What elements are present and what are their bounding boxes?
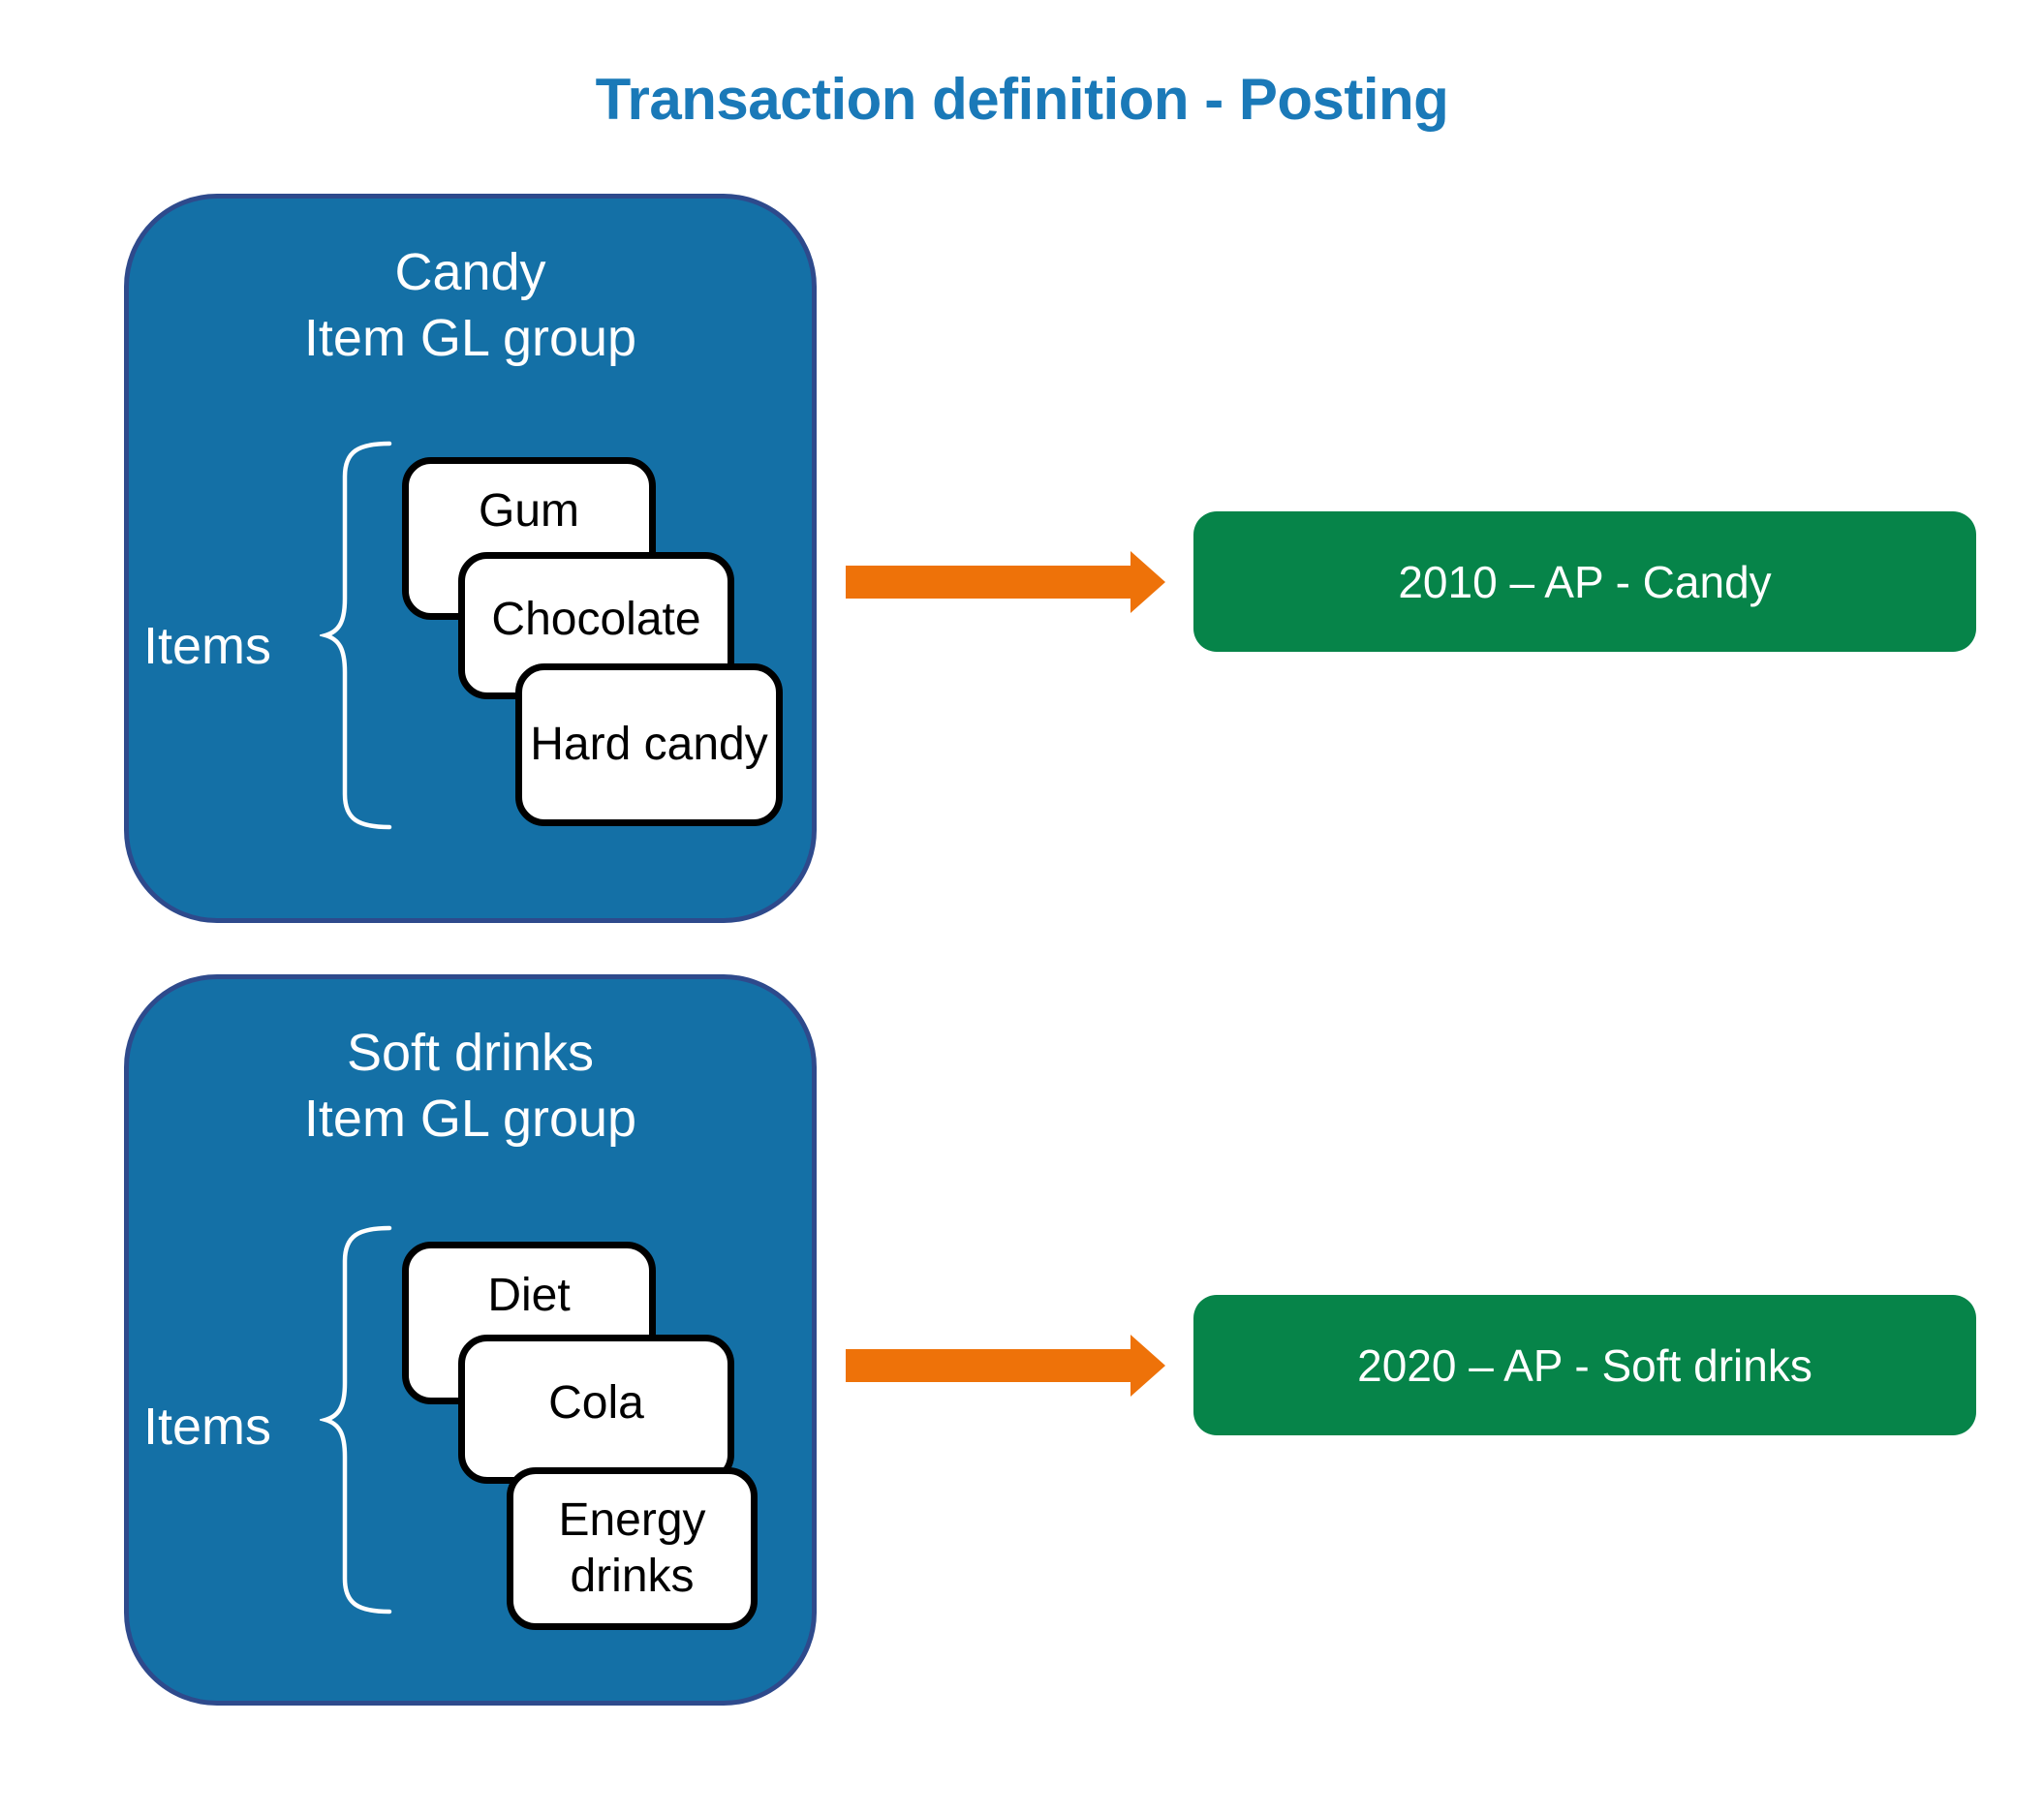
- group-title-line2: Item GL group: [303, 1090, 637, 1148]
- item-card-label: Gum: [478, 485, 579, 537]
- arrow-right-icon: [846, 1335, 1165, 1397]
- item-card-label: Diet: [487, 1270, 571, 1321]
- group-title-line2: Item GL group: [303, 309, 637, 367]
- group-title-candy: Candy Item GL group: [129, 239, 812, 371]
- item-card-cola: Cola: [458, 1335, 734, 1484]
- item-card-energy-drinks: Energy drinks: [507, 1467, 758, 1630]
- items-label: Items: [143, 1398, 272, 1456]
- group-title-line1: Candy: [394, 243, 546, 301]
- item-card-label: Hard candy: [530, 719, 768, 770]
- item-card-hard-candy: Hard candy: [515, 663, 783, 826]
- group-box-soft-drinks: Soft drinks Item GL group Items Diet Col…: [124, 974, 817, 1706]
- account-box-soft-drinks: 2020 – AP - Soft drinks: [1193, 1295, 1976, 1435]
- item-card-label: Energy drinks: [558, 1494, 706, 1602]
- group-title-line1: Soft drinks: [346, 1024, 595, 1082]
- items-label: Items: [143, 617, 272, 675]
- account-box-candy: 2010 – AP - Candy: [1193, 511, 1976, 652]
- group-title-soft-drinks: Soft drinks Item GL group: [129, 1020, 812, 1152]
- curly-brace-icon: [320, 1225, 392, 1615]
- item-card-label: Chocolate: [491, 594, 701, 645]
- account-label: 2010 – AP - Candy: [1398, 556, 1772, 607]
- slide-title: Transaction definition - Posting: [595, 67, 1449, 132]
- arrow-right-icon: [846, 551, 1165, 613]
- group-box-candy: Candy Item GL group Items Gum Chocolate …: [124, 194, 817, 923]
- account-label: 2020 – AP - Soft drinks: [1357, 1339, 1812, 1391]
- item-card-label: Cola: [548, 1377, 644, 1429]
- curly-brace-icon: [320, 441, 392, 830]
